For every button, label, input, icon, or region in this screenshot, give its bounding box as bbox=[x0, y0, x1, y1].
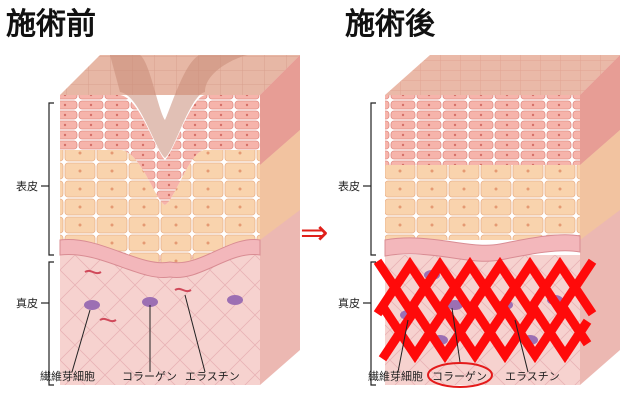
after-skin-block bbox=[373, 55, 620, 385]
before-title: 施術前 bbox=[6, 7, 96, 42]
before-elastin-leader bbox=[184, 294, 206, 373]
fibroblast-cell bbox=[227, 295, 243, 305]
brackets bbox=[41, 102, 376, 386]
after-basal-layer bbox=[384, 234, 581, 262]
fibroblast-cell bbox=[84, 300, 100, 310]
after-epidermis-label: 表皮 bbox=[338, 179, 360, 193]
before-epidermis-bracket bbox=[48, 102, 54, 256]
before-side-epidermis bbox=[260, 55, 300, 165]
elastin-fiber bbox=[99, 317, 117, 323]
after-surface-texture bbox=[385, 55, 620, 95]
before-dermis-bracket bbox=[48, 261, 54, 386]
before-elastin-label: エラスチン bbox=[185, 370, 240, 383]
before-epidermis-top bbox=[60, 95, 260, 205]
after-title: 施術後 bbox=[345, 7, 436, 42]
fibroblast-cell bbox=[447, 300, 463, 310]
before-collagen-label: コラーゲン bbox=[122, 370, 177, 383]
before-elastin bbox=[84, 269, 192, 323]
after-side-epidermis-mid bbox=[580, 130, 620, 240]
after-elastin-leader bbox=[514, 319, 529, 373]
before-fibroblast-label: 繊維芽細胞 bbox=[40, 369, 95, 383]
before-fibroblast-leader bbox=[71, 309, 91, 373]
before-fibroblasts bbox=[84, 295, 243, 310]
after-dermis-label: 真皮 bbox=[338, 296, 360, 310]
after-elastin-label: エラスチン bbox=[505, 370, 560, 383]
before-epidermis-mid bbox=[60, 150, 260, 266]
before-skin-block bbox=[59, 55, 300, 385]
before-epidermis-label: 表皮 bbox=[16, 179, 38, 193]
fibroblast-cell bbox=[142, 297, 158, 307]
leader-lines bbox=[71, 294, 529, 373]
after-epidermis-top bbox=[385, 95, 580, 165]
after-collagen-label: コラーゲン bbox=[432, 370, 487, 383]
elastin-fiber bbox=[174, 287, 192, 293]
collagen-highlight-ring bbox=[427, 362, 493, 388]
collagen-fiber bbox=[378, 301, 592, 364]
before-side-epidermis-mid bbox=[260, 130, 300, 240]
before-wrinkle bbox=[110, 55, 248, 158]
after-collagen-leader bbox=[451, 307, 461, 363]
after-fibroblast-leader bbox=[397, 319, 409, 373]
elastin-fiber bbox=[84, 269, 102, 275]
after-fibroblast-label: 繊維芽細胞 bbox=[368, 369, 423, 383]
after-collagen-mesh bbox=[373, 256, 597, 364]
after-dermis-bracket bbox=[370, 261, 376, 386]
after-epidermis-bracket bbox=[370, 102, 376, 256]
before-basal-layer bbox=[59, 238, 261, 279]
after-epidermis-mid bbox=[385, 165, 580, 240]
transition-arrow: ⇒ bbox=[300, 213, 329, 253]
after-side-epidermis bbox=[580, 55, 620, 165]
before-dermis-label: 真皮 bbox=[16, 296, 38, 310]
